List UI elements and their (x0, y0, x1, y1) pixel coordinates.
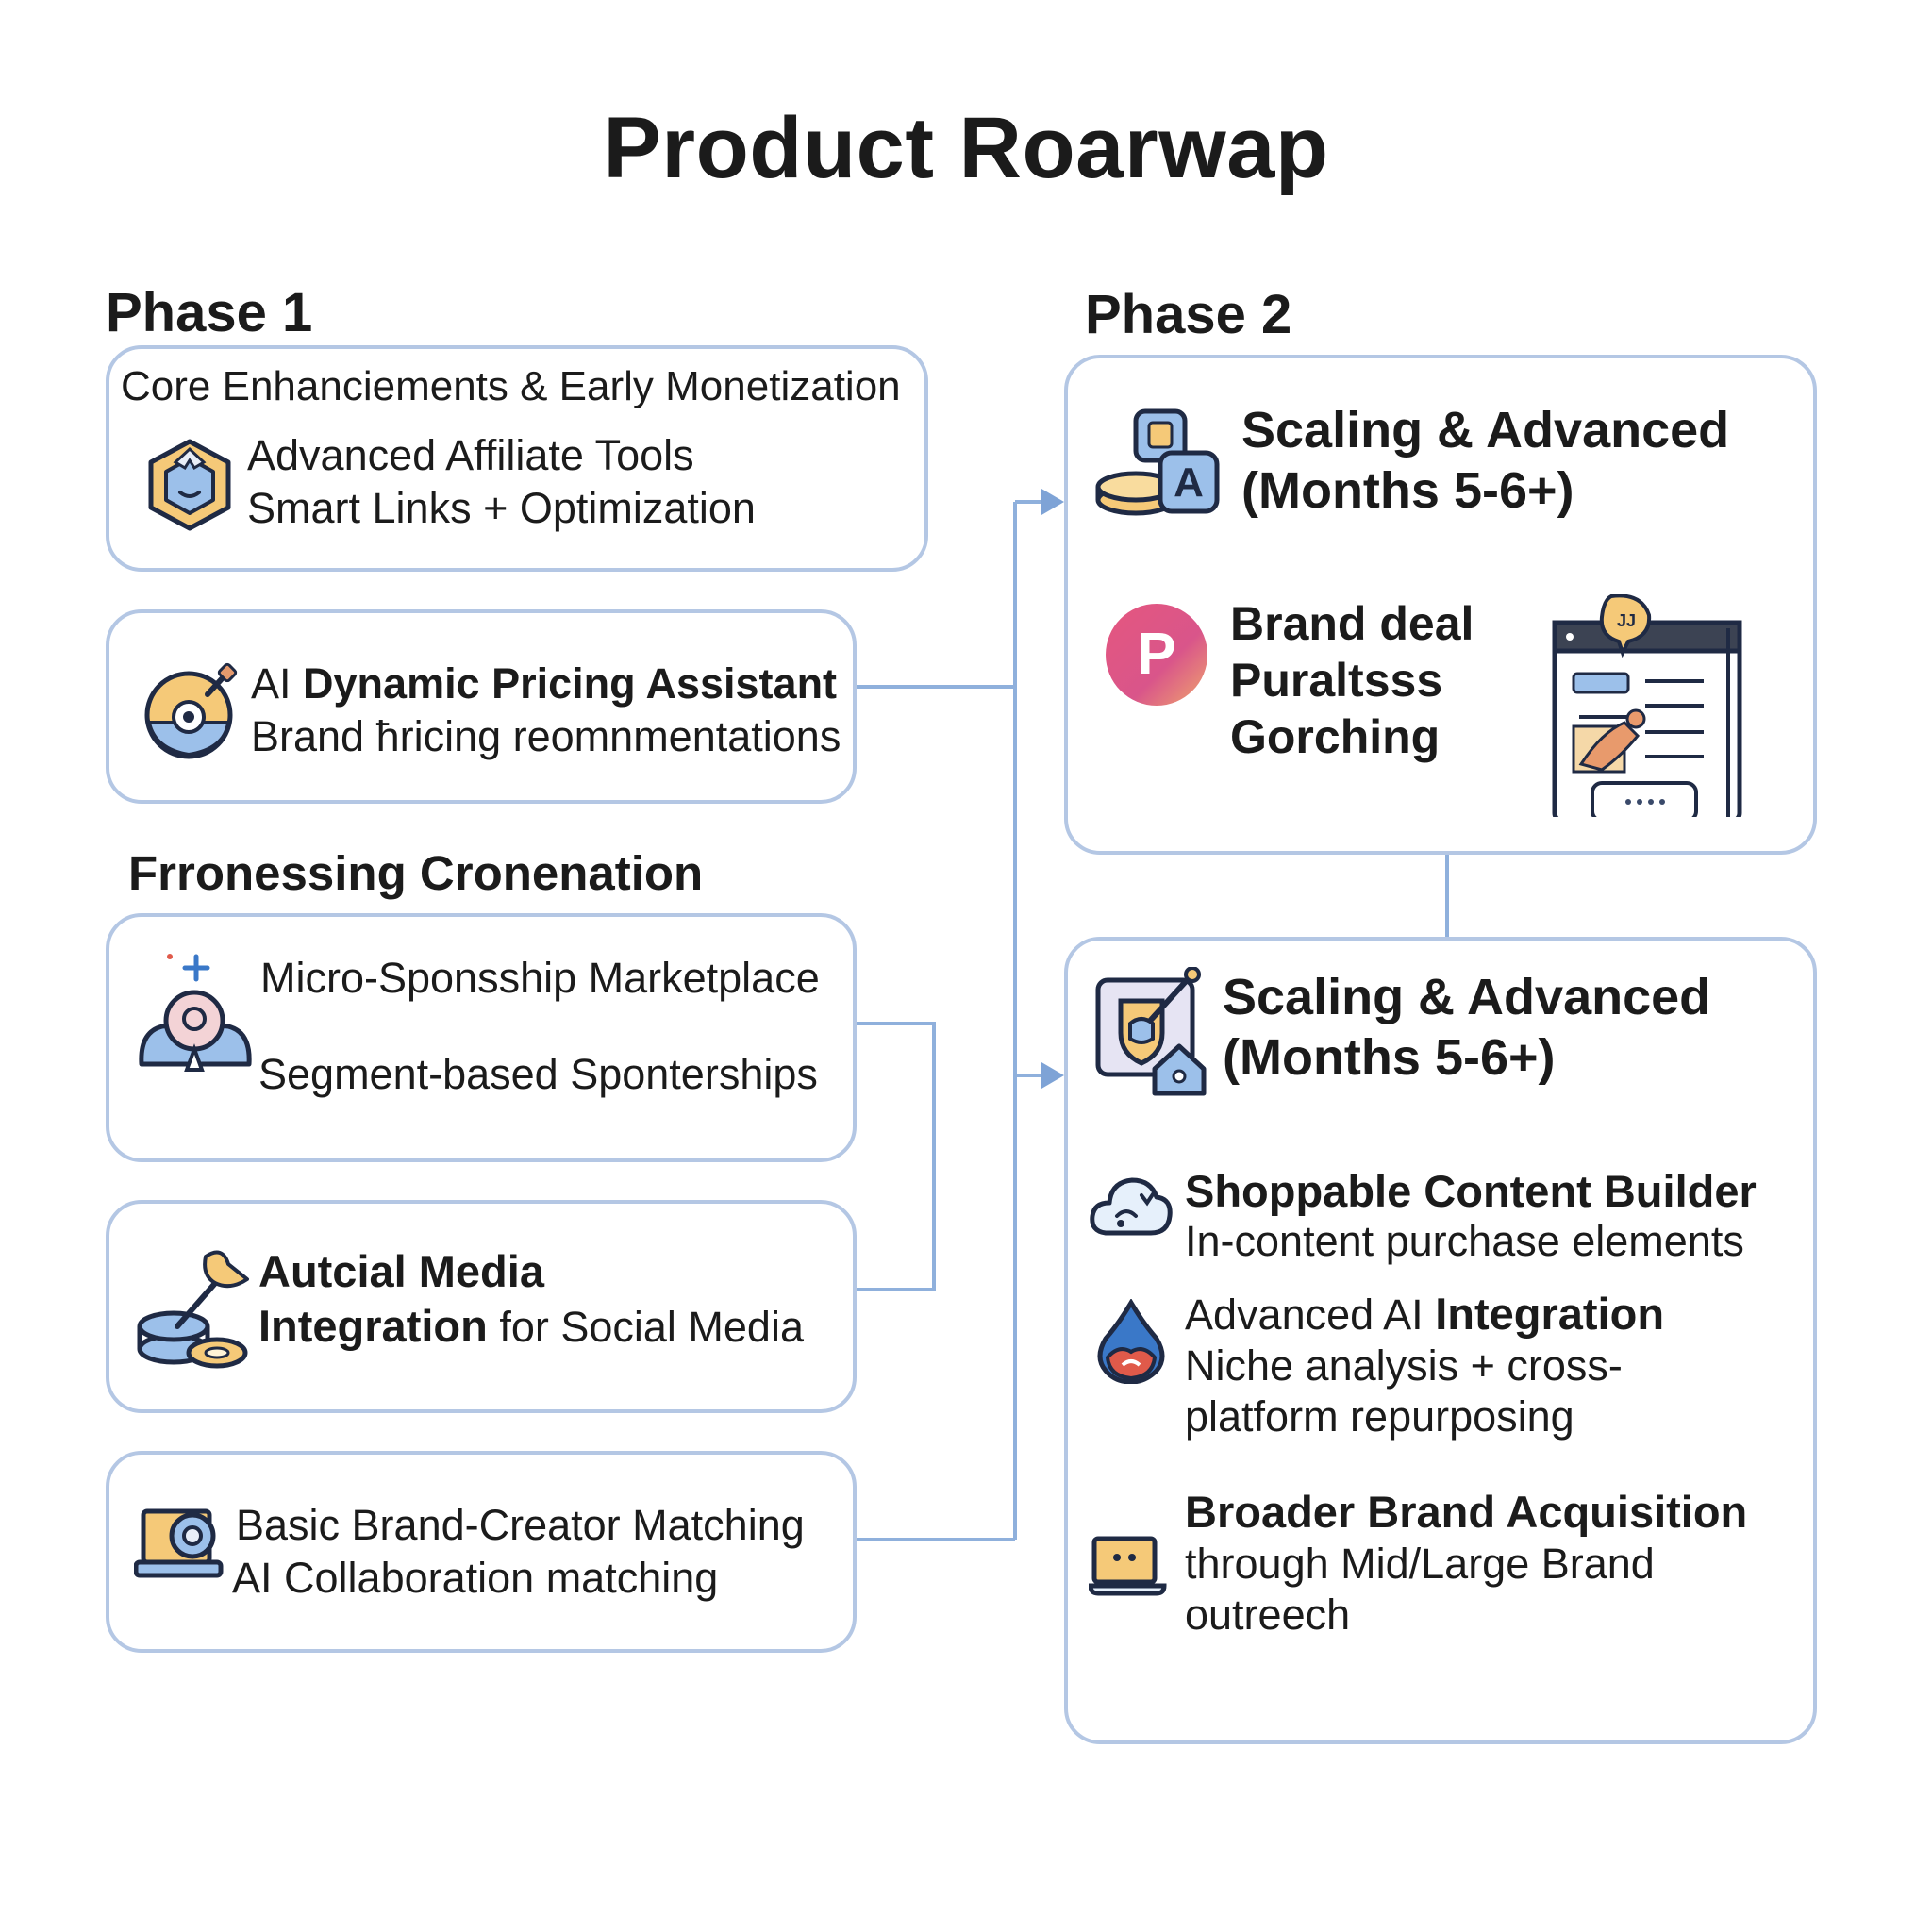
item-desc-line-2: outreech (1185, 1591, 1351, 1639)
card-line-1-bold: Dynamic Pricing Assistant (303, 659, 838, 708)
pricing-gauge-icon (142, 662, 245, 771)
laptop-icon (1088, 1535, 1168, 1606)
phase2-card-scaling-1[interactable]: A Scaling & Advanced (Months 5-6+) P Bra… (1064, 355, 1817, 855)
phase-1-heading: Phase 1 (106, 282, 313, 343)
card-line-1: AI Dynamic Pricing Assistant (251, 658, 837, 708)
item-desc-line-1: through Mid/Large Brand (1185, 1540, 1655, 1588)
document-chat-icon: JJ (1543, 593, 1751, 824)
card-line-2: AI Collaboration matching (232, 1554, 719, 1602)
card-title-line-2: (Months 5-6+) (1223, 1029, 1556, 1086)
item-title-bold: Integration (1435, 1289, 1665, 1339)
card-line-2: Smart Links + Optimization (247, 484, 756, 532)
phase1-card-matching[interactable]: Basic Brand-Creator Matching AI Collabor… (106, 1451, 857, 1653)
card-line-2: Segment-based Sponterships (258, 1050, 818, 1098)
coin-letter-a-icon: A (1094, 408, 1226, 535)
card-line-1-prefix: AI (251, 659, 304, 708)
arrow-head-bottom (1041, 1062, 1064, 1089)
card-line-2: Brand ħricing reomnmentations (251, 712, 841, 760)
coins-pin-icon (136, 1241, 258, 1378)
connector-bracket (857, 1022, 936, 1291)
item-title: Advanced AI Integration (1185, 1288, 1664, 1340)
page-title: Product Roarwap (603, 100, 1329, 196)
phase1-card-affiliate[interactable]: Core Enhanciements & Early Monetization … (106, 345, 928, 572)
p-logo-icon: P (1104, 602, 1209, 712)
feature-line-1: Brand deal (1230, 597, 1474, 650)
phase1-card-pricing[interactable]: AI Dynamic Pricing Assistant Brand ħrici… (106, 609, 857, 804)
item-title-prefix: Advanced AI (1185, 1291, 1436, 1339)
card-line-2: Integration for Social Media (258, 1300, 804, 1352)
cloud-shop-icon (1089, 1167, 1174, 1247)
section-heading: Frronessing Cronenation (128, 846, 704, 900)
chat-bubble-text: JJ (1617, 611, 1636, 630)
laptop-match-icon (133, 1504, 228, 1593)
phase1-card-sponsorship[interactable]: Micro-Sponsship Marketplace Segment-base… (106, 913, 857, 1162)
flame-drop-icon (1096, 1298, 1166, 1389)
shield-house-icon (1094, 966, 1217, 1104)
svg-text:A: A (1174, 459, 1204, 506)
item-desc: In-content purchase elements (1185, 1217, 1744, 1265)
card-title-line-1: Scaling & Advanced (1241, 402, 1730, 458)
phase1-card-media[interactable]: Autcial Media Integration for Social Med… (106, 1200, 857, 1413)
phase-2-heading: Phase 2 (1085, 284, 1292, 345)
feature-line-3: Gorching (1230, 710, 1441, 763)
card-line-1: Autcial Media (258, 1246, 544, 1296)
p-logo-letter: P (1137, 622, 1175, 687)
item-title: Shoppable Content Builder (1185, 1166, 1757, 1216)
item-desc-line-1: Niche analysis + cross- (1185, 1341, 1623, 1390)
card-line-1: Micro-Sponsship Marketplace (260, 954, 820, 1002)
card-line-2-bold: Integration (258, 1301, 488, 1351)
card-line-1: Basic Brand-Creator Matching (236, 1501, 805, 1549)
card-title-line-2: (Months 5-6+) (1241, 462, 1574, 519)
phase2-card-scaling-2[interactable]: Scaling & Advanced (Months 5-6+) Shoppab… (1064, 937, 1817, 1744)
item-desc-line-2: platform repurposing (1185, 1392, 1574, 1441)
card-line-2-rest: for Social Media (487, 1303, 804, 1351)
card-title-line-1: Scaling & Advanced (1223, 969, 1711, 1025)
hexagon-cube-icon (138, 434, 242, 542)
item-title: Broader Brand Acquisition (1185, 1487, 1748, 1537)
arrow-head-top (1041, 489, 1064, 515)
person-pin-icon (134, 951, 257, 1097)
card-header: Core Enhanciements & Early Monetization (121, 363, 901, 409)
card-line-1: Advanced Affiliate Tools (247, 431, 694, 479)
feature-line-2: Puraltsss (1230, 654, 1443, 707)
